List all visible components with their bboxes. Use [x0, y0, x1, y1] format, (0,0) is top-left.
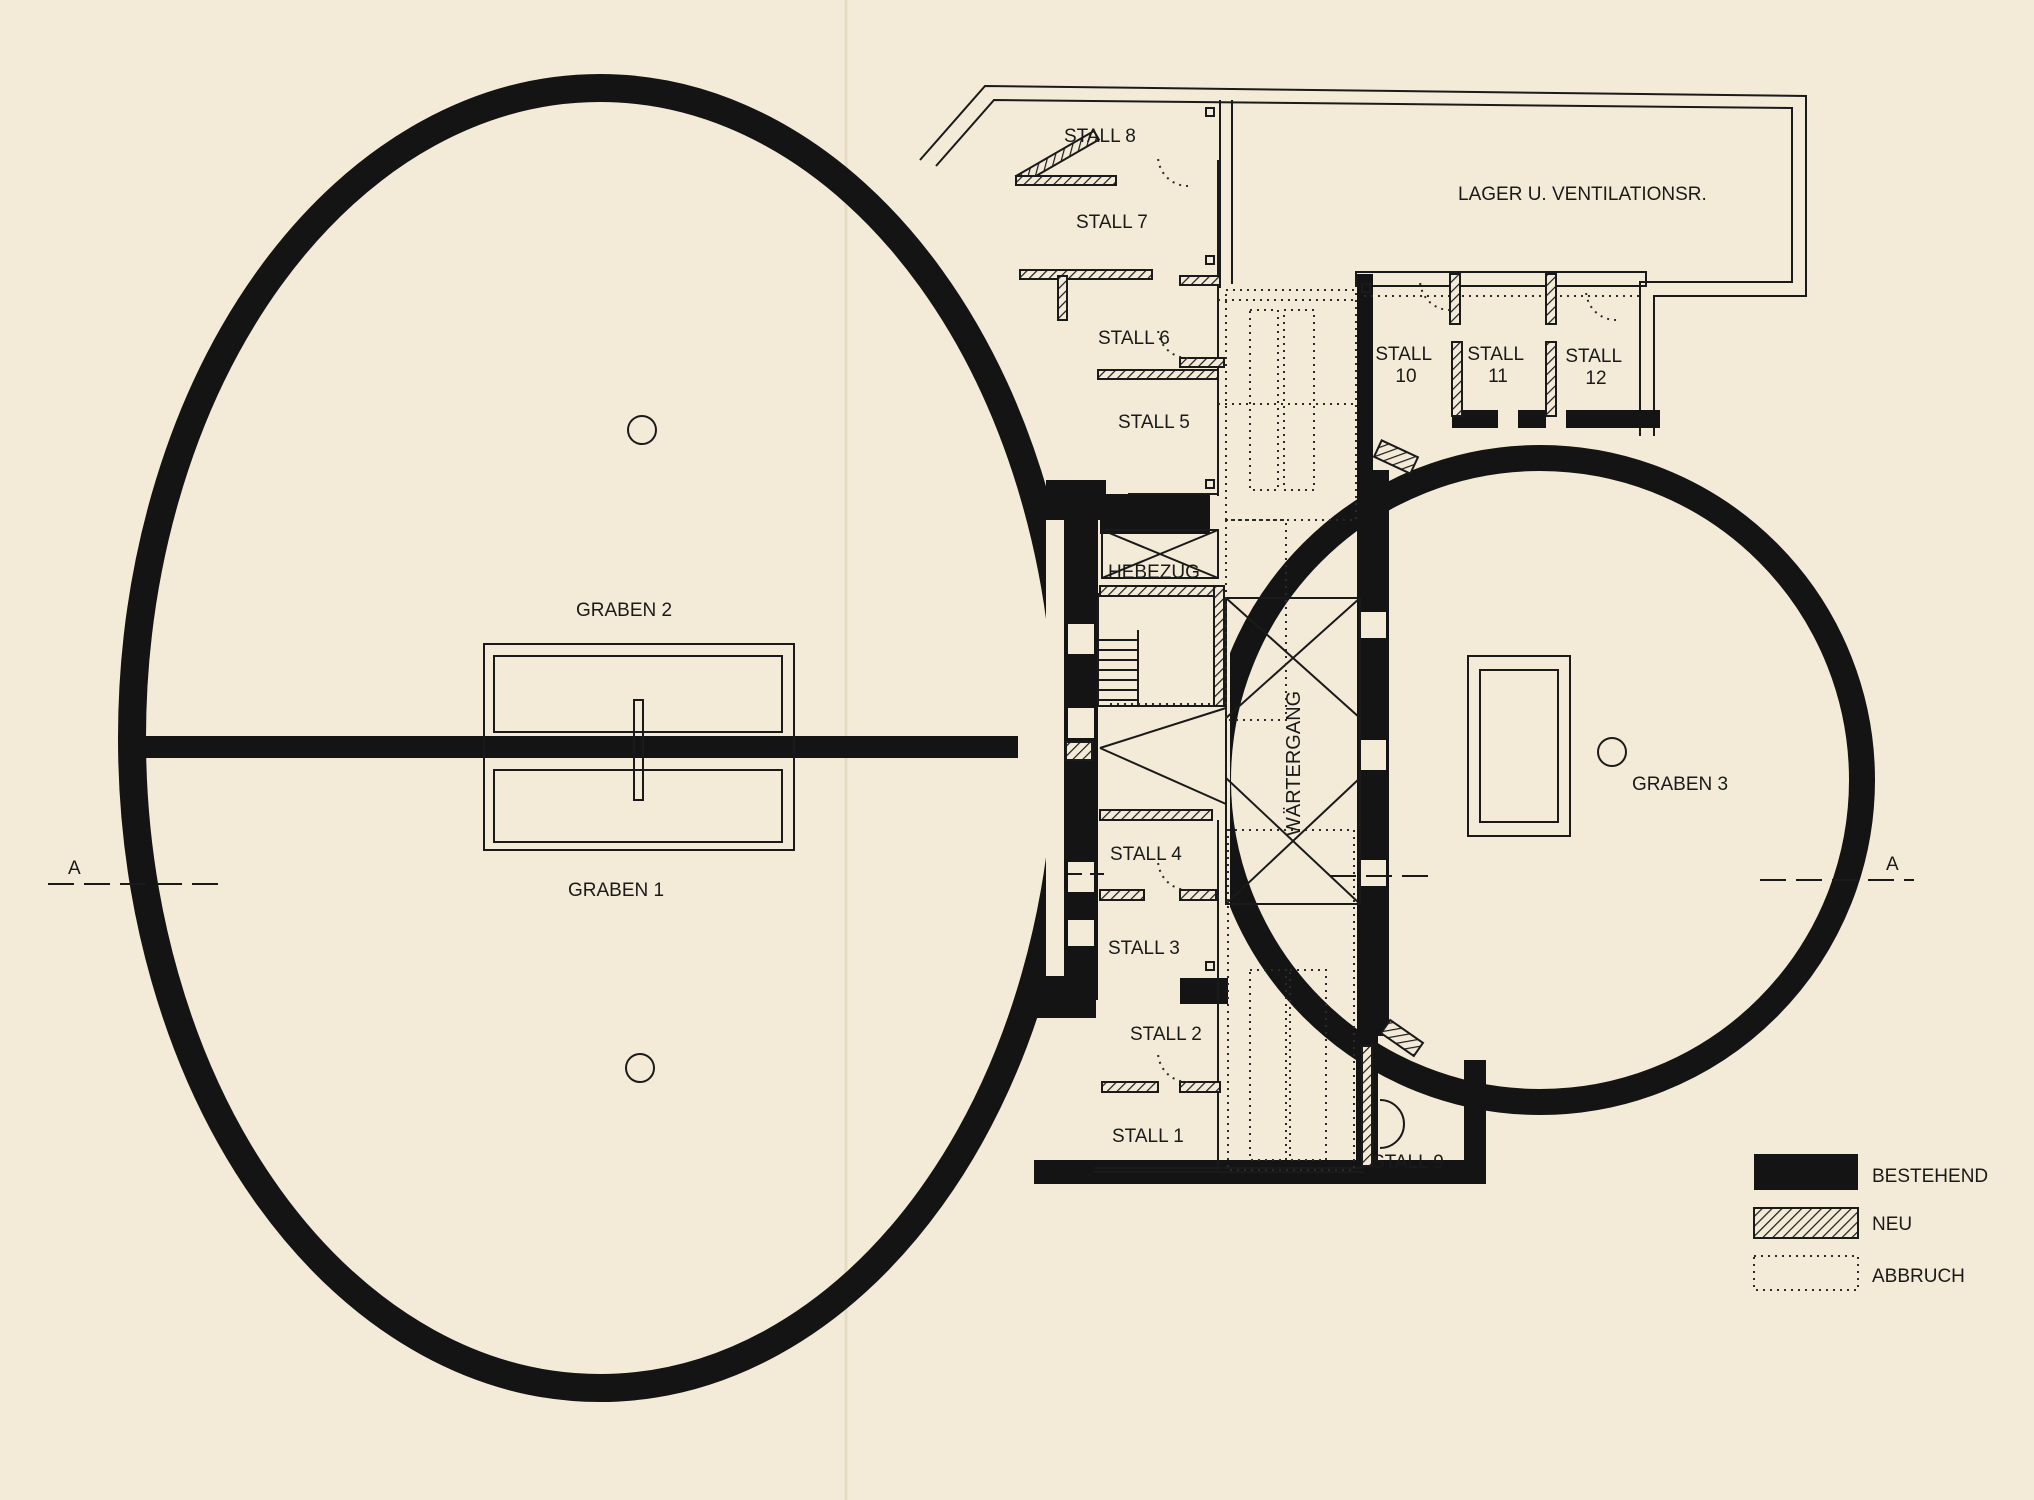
label-stall-3: STALL 3 — [1108, 938, 1180, 959]
legend — [1753, 1154, 1859, 1291]
door-swings — [1157, 155, 1617, 1149]
large-oval-enclosure — [118, 74, 1086, 1402]
label-stall-7: STALL 7 — [1076, 212, 1148, 233]
label-stall-8: STALL 8 — [1064, 126, 1136, 147]
posts — [1205, 107, 1371, 971]
label-lager: LAGER U. VENTILATIONSR. — [1458, 184, 1707, 205]
label-stall-5: STALL 5 — [1118, 412, 1190, 433]
inner-basin — [1467, 655, 1571, 837]
label-stall-10: STALL 10 — [1375, 344, 1436, 387]
legend-label-bestehend: BESTEHEND — [1872, 1166, 1988, 1187]
label-stall-1: STALL 1 — [1112, 1126, 1184, 1147]
legend-swatch-neu — [1753, 1207, 1859, 1239]
label-waertergang: WÄRTERGANG — [1283, 691, 1305, 836]
legend-swatch-bestehend — [1754, 1154, 1858, 1190]
label-stall-11: STALL 11 — [1467, 344, 1528, 387]
section-marker-left: A — [68, 858, 81, 879]
label-stall-4: STALL 4 — [1110, 844, 1182, 865]
label-graben-1: GRABEN 1 — [568, 880, 664, 901]
label-stall-6: STALL 6 — [1098, 328, 1170, 349]
legend-label-neu: NEU — [1872, 1214, 1912, 1235]
label-stall-2: STALL 2 — [1130, 1024, 1202, 1045]
label-hebezug: HEBEZUG — [1108, 562, 1200, 583]
column-graben-1 — [625, 1053, 655, 1083]
central-building — [919, 84, 1807, 1184]
waertergang-corridor — [1099, 597, 1361, 905]
column-graben-2 — [627, 415, 657, 445]
room-labels: STALL 8 STALL 7 STALL 6 STALL 5 STALL 4 … — [68, 126, 1988, 1287]
water-basin — [483, 643, 795, 851]
label-graben-3: GRABEN 3 — [1632, 774, 1728, 795]
column-graben-3 — [1597, 737, 1627, 767]
legend-label-abbruch: ABBRUCH — [1872, 1266, 1965, 1287]
hebezug-box — [1101, 529, 1219, 579]
section-line-a — [48, 873, 1914, 885]
graben-divider-wall — [134, 736, 1018, 758]
new-walls — [1014, 129, 1557, 1167]
section-marker-right: A — [1886, 854, 1899, 875]
demolition-outlines — [1110, 289, 1640, 1171]
label-stall-12: STALL 12 — [1565, 346, 1626, 389]
legend-swatch-abbruch — [1753, 1255, 1859, 1291]
label-graben-2: GRABEN 2 — [576, 600, 672, 621]
label-stall-9: STALL 9 — [1372, 1152, 1444, 1173]
